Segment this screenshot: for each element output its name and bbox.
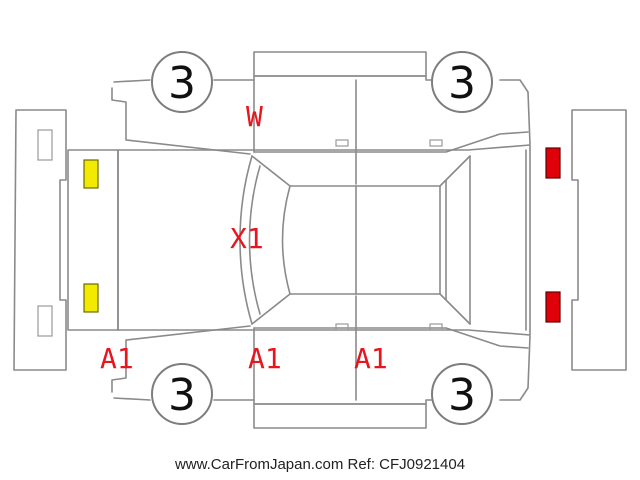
front-lamp-bottom (83, 283, 99, 313)
wheel-front-right: 3 (431, 51, 493, 113)
reference-footer: www.CarFromJapan.com Ref: CFJ0921404 (174, 456, 466, 473)
damage-mark-a1-front-door: A1 (248, 342, 282, 375)
rear-lamp-bottom (545, 291, 561, 323)
cabin-glass (239, 149, 527, 331)
damage-mark-a1-bumper: A1 (100, 342, 134, 375)
wheel-front-left: 3 (151, 51, 213, 113)
car-body-outline (67, 51, 531, 429)
rear-bumper (571, 109, 627, 371)
wheel-rear-left: 3 (151, 363, 213, 425)
damage-mark-a1-rear-door: A1 (354, 342, 388, 375)
front-bumper (13, 109, 67, 371)
wheel-front-left-score: 3 (168, 58, 196, 109)
rear-lamp-top (545, 147, 561, 179)
front-lamp-top (83, 159, 99, 189)
wheel-front-right-score: 3 (448, 58, 476, 109)
damage-mark-w: W (246, 100, 263, 133)
wheel-rear-right-score: 3 (448, 370, 476, 421)
damage-mark-x1: X1 (230, 222, 264, 255)
wheel-rear-right: 3 (431, 363, 493, 425)
wheel-rear-left-score: 3 (168, 370, 196, 421)
